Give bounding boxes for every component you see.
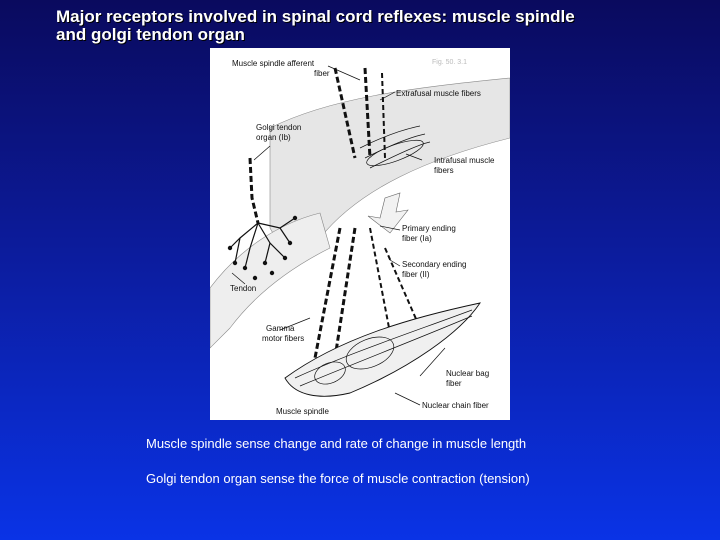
bullet-muscle-spindle: Muscle spindle sense change and rate of … [146,436,527,451]
label-extrafusal: Extrafusal muscle fibers [396,89,481,98]
label-primary: Primary ending fiber (Ia) [402,224,458,243]
label-gamma: Gamma motor fibers [262,324,304,343]
label-spindle-afferent: Muscle spindle afferent fiber [232,59,330,78]
receptor-diagram: Muscle spindle afferent fiber Extrafusal… [210,48,510,420]
slide-title: Major receptors involved in spinal cord … [56,7,575,44]
figure-corner-note: Fig. 50. 3.1 [432,59,467,66]
label-golgi: Golgi tendon organ (Ib) [256,123,304,142]
bullet-golgi-tendon: Golgi tendon organ sense the force of mu… [146,471,530,486]
label-nuclear-bag: Nuclear bag fiber [446,369,491,388]
label-nuclear-chain: Nuclear chain fiber [422,401,489,410]
label-secondary: Secondary ending fiber (II) [402,260,469,279]
label-muscle-spindle: Muscle spindle [276,407,329,416]
label-tendon: Tendon [230,284,256,293]
label-intrafusal: Intrafusal muscle fibers [434,156,497,175]
